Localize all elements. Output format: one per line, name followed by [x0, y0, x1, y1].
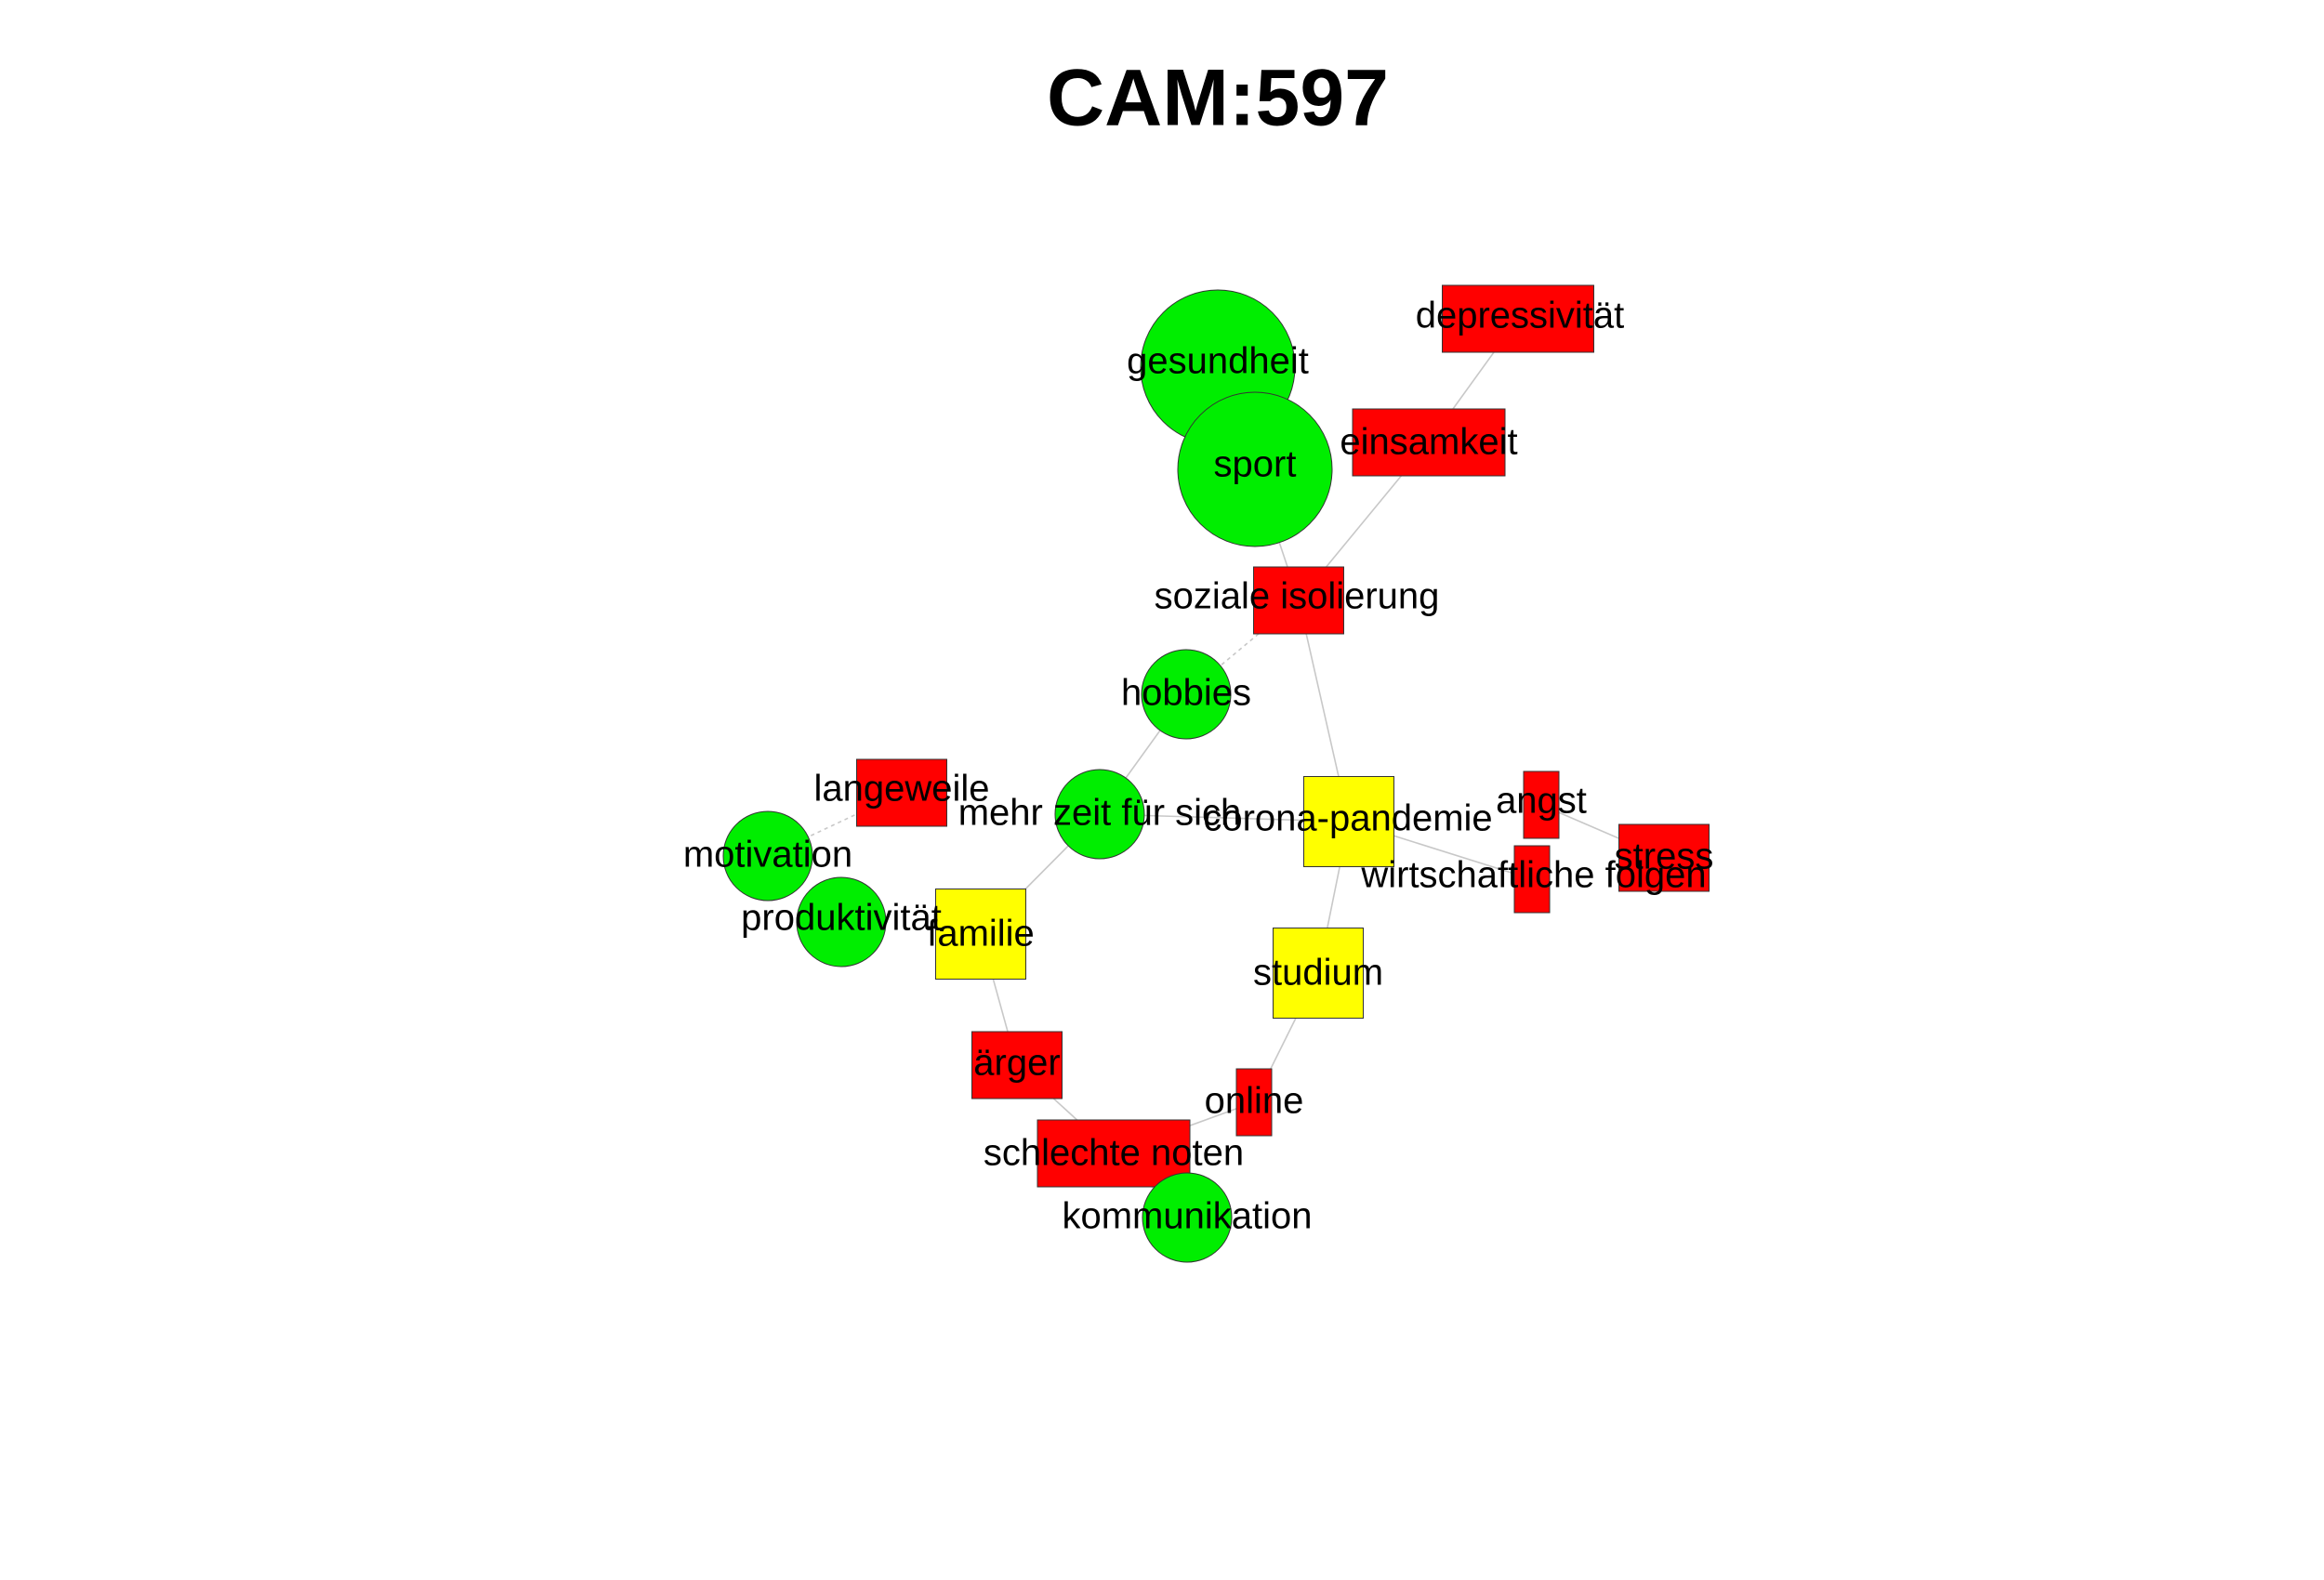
node-familie[interactable] [935, 889, 1026, 980]
node-label-produktivitaet: produktivität [741, 898, 942, 939]
node-einsamkeit[interactable] [1352, 408, 1506, 477]
node-label-einsamkeit: einsamkeit [1340, 422, 1517, 463]
node-depressivitaet[interactable] [1442, 284, 1594, 353]
node-studium[interactable] [1273, 928, 1364, 1019]
node-angst[interactable] [1523, 770, 1560, 839]
node-schlechte-noten[interactable] [1037, 1119, 1191, 1188]
node-online[interactable] [1235, 1068, 1273, 1137]
node-kommunikation[interactable] [1142, 1172, 1233, 1263]
node-label-familie: familie [927, 914, 1035, 955]
node-soziale-isolierung[interactable] [1253, 566, 1344, 635]
node-label-langeweile: langeweile [813, 769, 989, 810]
node-produktivitaet[interactable] [796, 876, 887, 968]
node-label-motivation: motivation [683, 835, 852, 876]
node-label-corona-pandemie: corona-pandemie [1203, 798, 1492, 839]
node-motivation[interactable] [722, 810, 813, 902]
node-langeweile[interactable] [856, 758, 947, 827]
node-label-aerger: ärger [973, 1043, 1060, 1084]
node-label-sport: sport [1214, 444, 1297, 485]
node-label-mehr-zeit-fuer-sich: mehr zeit für sich [958, 793, 1242, 834]
node-label-gesundheit: gesundheit [1127, 341, 1309, 382]
node-label-online: online [1205, 1081, 1304, 1122]
node-corona-pandemie[interactable] [1303, 776, 1394, 867]
node-aerger[interactable] [971, 1031, 1063, 1099]
node-label-depressivitaet: depressivität [1416, 296, 1625, 336]
node-stress[interactable] [1618, 823, 1710, 892]
node-mehr-zeit-fuer-sich[interactable] [1054, 769, 1145, 860]
node-label-wirtschaftliche-folgen: wirtschaftliche folgen [1360, 855, 1706, 896]
node-label-soziale-isolierung: soziale isolierung [1155, 576, 1440, 617]
node-label-hobbies: hobbies [1121, 673, 1251, 714]
node-label-stress: stress [1615, 836, 1714, 877]
node-hobbies[interactable] [1141, 649, 1232, 740]
node-sport[interactable] [1177, 391, 1333, 547]
node-label-kommunikation: kommunikation [1062, 1196, 1312, 1237]
map-title: CAM:597 [1047, 54, 1389, 143]
node-label-schlechte-noten: schlechte noten [984, 1133, 1244, 1174]
node-wirtschaftliche-folgen[interactable] [1513, 845, 1551, 914]
node-label-angst: angst [1496, 781, 1587, 822]
node-label-studium: studium [1253, 953, 1383, 994]
nodes-layer: gesundheit sport depressivität einsamkeit so… [683, 284, 1714, 1263]
